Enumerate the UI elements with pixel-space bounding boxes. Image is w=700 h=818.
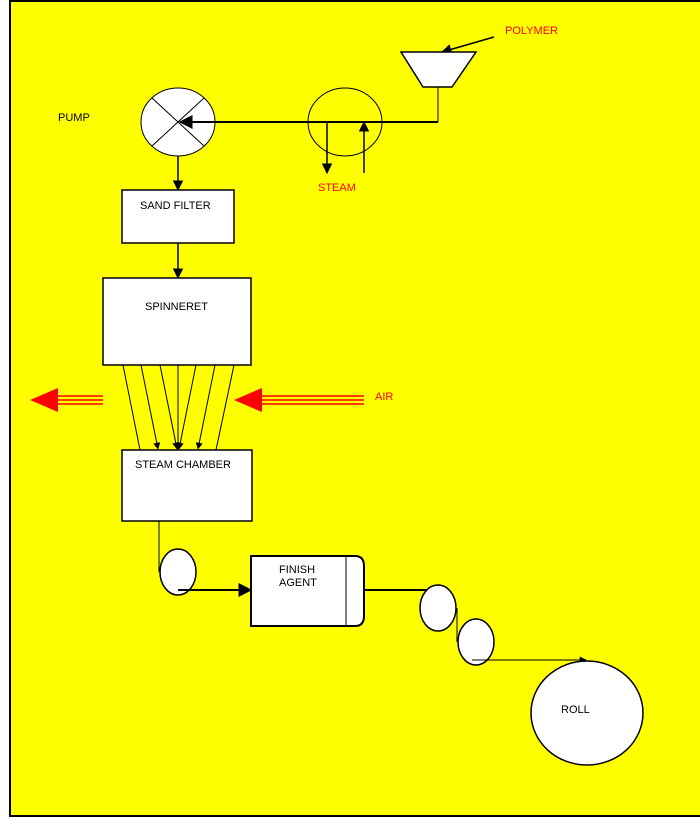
roller-1 [159,548,197,596]
filaments [122,364,235,451]
filament [176,364,197,450]
filament [195,364,216,450]
roll-label: ROLL [561,704,590,716]
polymer-arrow [440,36,495,55]
polymer-label: POLYMER [505,25,558,37]
filament [140,364,161,450]
spinneret-box [102,277,252,366]
finish-agent-label-2: AGENT [279,577,317,589]
roller-3 [457,618,495,666]
sand-filter-box [121,189,235,244]
finish-agent-box [250,555,365,627]
roller-2 [419,584,457,632]
air-in-arrow [234,388,364,412]
filament [215,364,235,451]
hopper [399,51,478,88]
filament [159,364,180,450]
finish-agent-label-1: FINISH [279,564,315,576]
pump-label: PUMP [58,112,90,124]
steam-label: STEAM [318,182,356,194]
roll [530,660,644,766]
air-out-arrow [30,388,103,412]
filament [122,364,141,451]
sand-filter-label: SAND FILTER [140,200,211,212]
steam-chamber-box [121,449,253,522]
steam-chamber-label: STEAM CHAMBER [135,459,231,471]
air-label: AIR [375,391,393,403]
pump-cross-icon-2 [151,97,205,147]
spinneret-label: SPINNERET [145,301,208,313]
